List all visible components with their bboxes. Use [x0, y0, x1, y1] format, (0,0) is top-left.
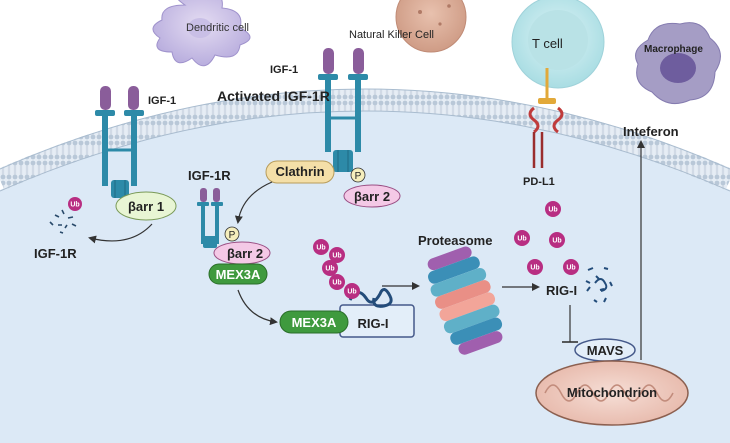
rigi-complex-label: RIG-I — [357, 316, 388, 331]
svg-text:Ub: Ub — [325, 266, 334, 273]
mex3a-top-node: MEX3A — [208, 263, 268, 285]
barr1-label: βarr 1 — [128, 199, 164, 214]
activated-igf1r-label: Activated IGF-1R — [217, 88, 330, 104]
mex3a-label-bottom: MEX3A — [292, 315, 337, 330]
svg-text:Ub: Ub — [332, 280, 341, 287]
activated-igf1r-receptor: IGF-1 Activated IGF-1R — [217, 48, 368, 172]
mavs-node: MAVS — [574, 338, 636, 362]
t-cell: T cell — [511, 0, 605, 89]
clathrin-node: Clathrin — [265, 160, 335, 184]
svg-text:Ub: Ub — [332, 253, 341, 260]
macrophage-label: Macrophage — [644, 44, 703, 55]
mex3a-rigi-complex: RIG-I MEX3A — [279, 288, 415, 338]
macrophage: Macrophage — [635, 22, 721, 105]
mitochondrion-label: Mitochondrion — [567, 385, 657, 400]
rigi-right-label: RIG-I — [546, 283, 577, 298]
barr1-node: βarr 1 — [115, 191, 177, 221]
igf1r-degraded-label: IGF-1R — [34, 246, 77, 261]
svg-text:Ub: Ub — [566, 265, 575, 272]
mitochondrion: Mitochondrion — [535, 360, 689, 426]
dendritic-cell-label: Dendritic cell — [186, 22, 249, 34]
svg-text:Ub: Ub — [548, 207, 557, 214]
mavs-label: MAVS — [587, 343, 624, 358]
proteasome-label: Proteasome — [418, 233, 492, 248]
svg-text:Ub: Ub — [316, 245, 325, 252]
cytoplasm — [0, 110, 730, 443]
pdl1-receptor: PD-L1 — [523, 68, 564, 188]
barr2-label-top: βarr 2 — [354, 189, 390, 204]
free-ubiquitins: Ub Ub Ub Ub Ub — [514, 201, 579, 275]
igf1-label-center: IGF-1 — [270, 64, 298, 76]
mex3a-label-top: MEX3A — [216, 267, 261, 282]
svg-text:Ub: Ub — [530, 265, 539, 272]
proteasome: Proteasome — [418, 233, 503, 355]
degraded-igf1r: Ub IGF-1R — [34, 197, 82, 261]
igf1r-receptor-left: IGF-1 — [95, 86, 176, 198]
ubiquitin-icon — [68, 197, 82, 211]
svg-text:Ub: Ub — [70, 202, 79, 209]
svg-text:Ub: Ub — [517, 236, 526, 243]
igf1-label-left: IGF-1 — [148, 95, 176, 107]
internalized-igf1r: IGF-1R — [188, 168, 231, 248]
recycle-arrow — [88, 223, 153, 244]
dendritic-cell: Dendritic cell — [152, 0, 251, 67]
p-label-mid: P — [229, 230, 236, 241]
barr2-label-mid: βarr 2 — [227, 246, 263, 261]
pdl1-label: PD-L1 — [523, 176, 555, 188]
p-label-top: P — [355, 171, 362, 182]
svg-text:Ub: Ub — [347, 289, 356, 296]
rigi-right: RIG-I — [546, 267, 613, 303]
igf1r-membrane-label: IGF-1R — [188, 168, 231, 183]
ubiquitin-chain: Ub Ub Ub Ub Ub — [313, 239, 360, 299]
clathrin-arrow — [234, 181, 273, 224]
t-cell-label: T cell — [532, 36, 563, 51]
svg-text:Ub: Ub — [552, 238, 561, 245]
natural-killer-cell: Natural Killer Cell — [349, 0, 467, 53]
mex3a-arrow — [237, 289, 278, 326]
nk-cell-label: Natural Killer Cell — [349, 29, 434, 41]
igf1-ligand-icon — [100, 86, 111, 110]
clathrin-label: Clathrin — [275, 164, 324, 179]
inteferon-label: Inteferon — [623, 124, 679, 139]
barr2-top-node: P βarr 2 — [343, 167, 401, 208]
